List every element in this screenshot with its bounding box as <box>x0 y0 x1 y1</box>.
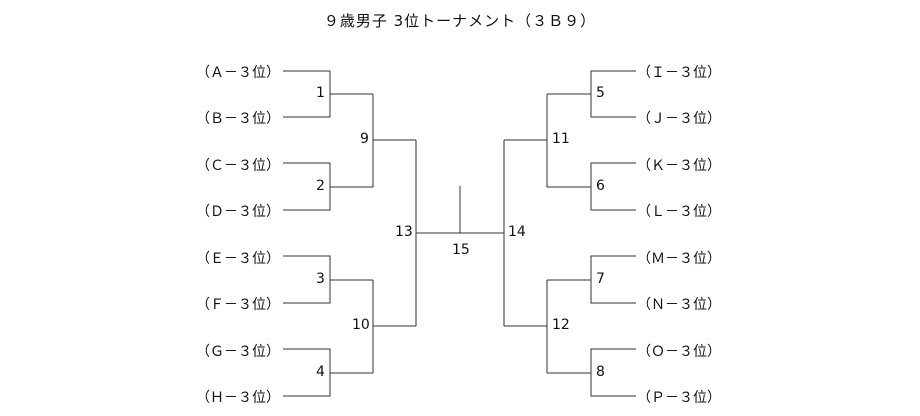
entry-l: （Ｌ－３位） <box>637 204 721 220</box>
entry-b: （Ｂ－３位） <box>196 111 280 127</box>
entry-d: （Ｄ－３位） <box>196 204 280 220</box>
bracket-match-11 <box>504 94 548 187</box>
entry-g: （Ｇ－３位） <box>196 344 280 360</box>
entry-k: （Ｋ－３位） <box>637 158 721 174</box>
entry-h: （Ｈ－３位） <box>196 390 280 406</box>
bracket-match-7 <box>547 255 636 304</box>
entry-o: （Ｏ－３位） <box>637 344 721 360</box>
entry-p: （Ｐ－３位） <box>637 390 721 406</box>
match-number-7: 7 <box>596 271 605 287</box>
bracket-match-6 <box>547 162 636 211</box>
match-number-4: 4 <box>316 364 325 380</box>
entry-c: （Ｃ－３位） <box>196 158 280 174</box>
match-number-1: 1 <box>316 85 325 101</box>
match-number-2: 2 <box>316 178 325 194</box>
bracket-match-8 <box>547 348 636 397</box>
match-number-5: 5 <box>596 85 605 101</box>
match-number-8: 8 <box>596 364 605 380</box>
bracket-match-1 <box>283 70 373 118</box>
entry-n: （Ｎ－３位） <box>637 297 721 313</box>
match-number-3: 3 <box>316 271 325 287</box>
bracket-match-9 <box>372 94 416 187</box>
entry-e: （Ｅ－３位） <box>196 251 280 267</box>
match-number-11: 11 <box>552 131 570 147</box>
bracket-match-3 <box>283 255 373 304</box>
match-number-9: 9 <box>360 131 369 147</box>
bracket-match-5 <box>547 70 636 118</box>
match-number-12: 12 <box>552 317 570 333</box>
bracket-match-10 <box>372 280 416 373</box>
bracket-match-13 <box>415 140 460 326</box>
bracket-match-4 <box>283 348 373 397</box>
entry-m: （Ｍ－３位） <box>637 251 721 267</box>
match-number-6: 6 <box>596 178 605 194</box>
page-title: ９歳男子 3位トーナメント（３Ｂ９） <box>323 12 597 30</box>
entry-i: （Ｉ－３位） <box>637 65 721 81</box>
match-number-15: 15 <box>452 242 470 258</box>
entry-f: （Ｆ－３位） <box>196 297 280 313</box>
bracket-match-12 <box>504 280 548 373</box>
match-number-10: 10 <box>352 317 370 333</box>
bracket-match-2 <box>283 162 373 211</box>
entry-j: （Ｊ－３位） <box>637 111 721 127</box>
match-number-14: 14 <box>508 224 526 240</box>
bracket-match-14 <box>460 140 505 326</box>
match-number-13: 13 <box>395 224 413 240</box>
entry-a: （Ａ－３位） <box>196 65 280 81</box>
